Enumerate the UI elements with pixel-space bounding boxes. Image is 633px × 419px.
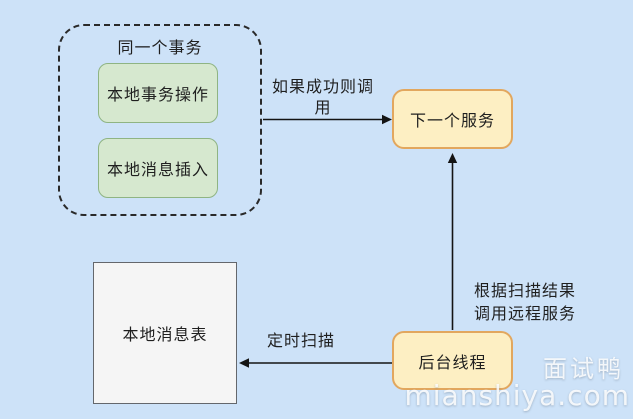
node-local-transaction-operation-label: 本地事务操作	[106, 85, 209, 104]
node-next-service: 下一个服务	[392, 89, 513, 149]
arrow-scheduled-scan	[239, 358, 392, 368]
edge-label-success-call: 如果成功则调用	[272, 77, 375, 117]
arrow-call-remote-service	[447, 153, 458, 330]
transaction-group-title: 同一个事务	[117, 38, 203, 57]
node-background-thread-label: 后台线程	[418, 352, 487, 372]
node-background-thread: 后台线程	[392, 331, 513, 390]
watermark-brand: 面试鸭	[543, 355, 624, 383]
node-local-transaction-operation: 本地事务操作	[98, 63, 218, 123]
node-local-message-insert: 本地消息插入	[98, 138, 218, 198]
edge-label-remote-call: 根据扫描结果 调用远程服务	[474, 281, 577, 323]
node-next-service-label: 下一个服务	[409, 111, 495, 130]
transaction-group-outline	[58, 24, 262, 216]
node-local-message-insert-label: 本地消息插入	[106, 160, 209, 179]
node-local-message-table-label: 本地消息表	[122, 325, 208, 344]
node-local-message-table: 本地消息表	[93, 262, 237, 404]
edge-label-scheduled-scan: 定时扫描	[267, 331, 336, 350]
